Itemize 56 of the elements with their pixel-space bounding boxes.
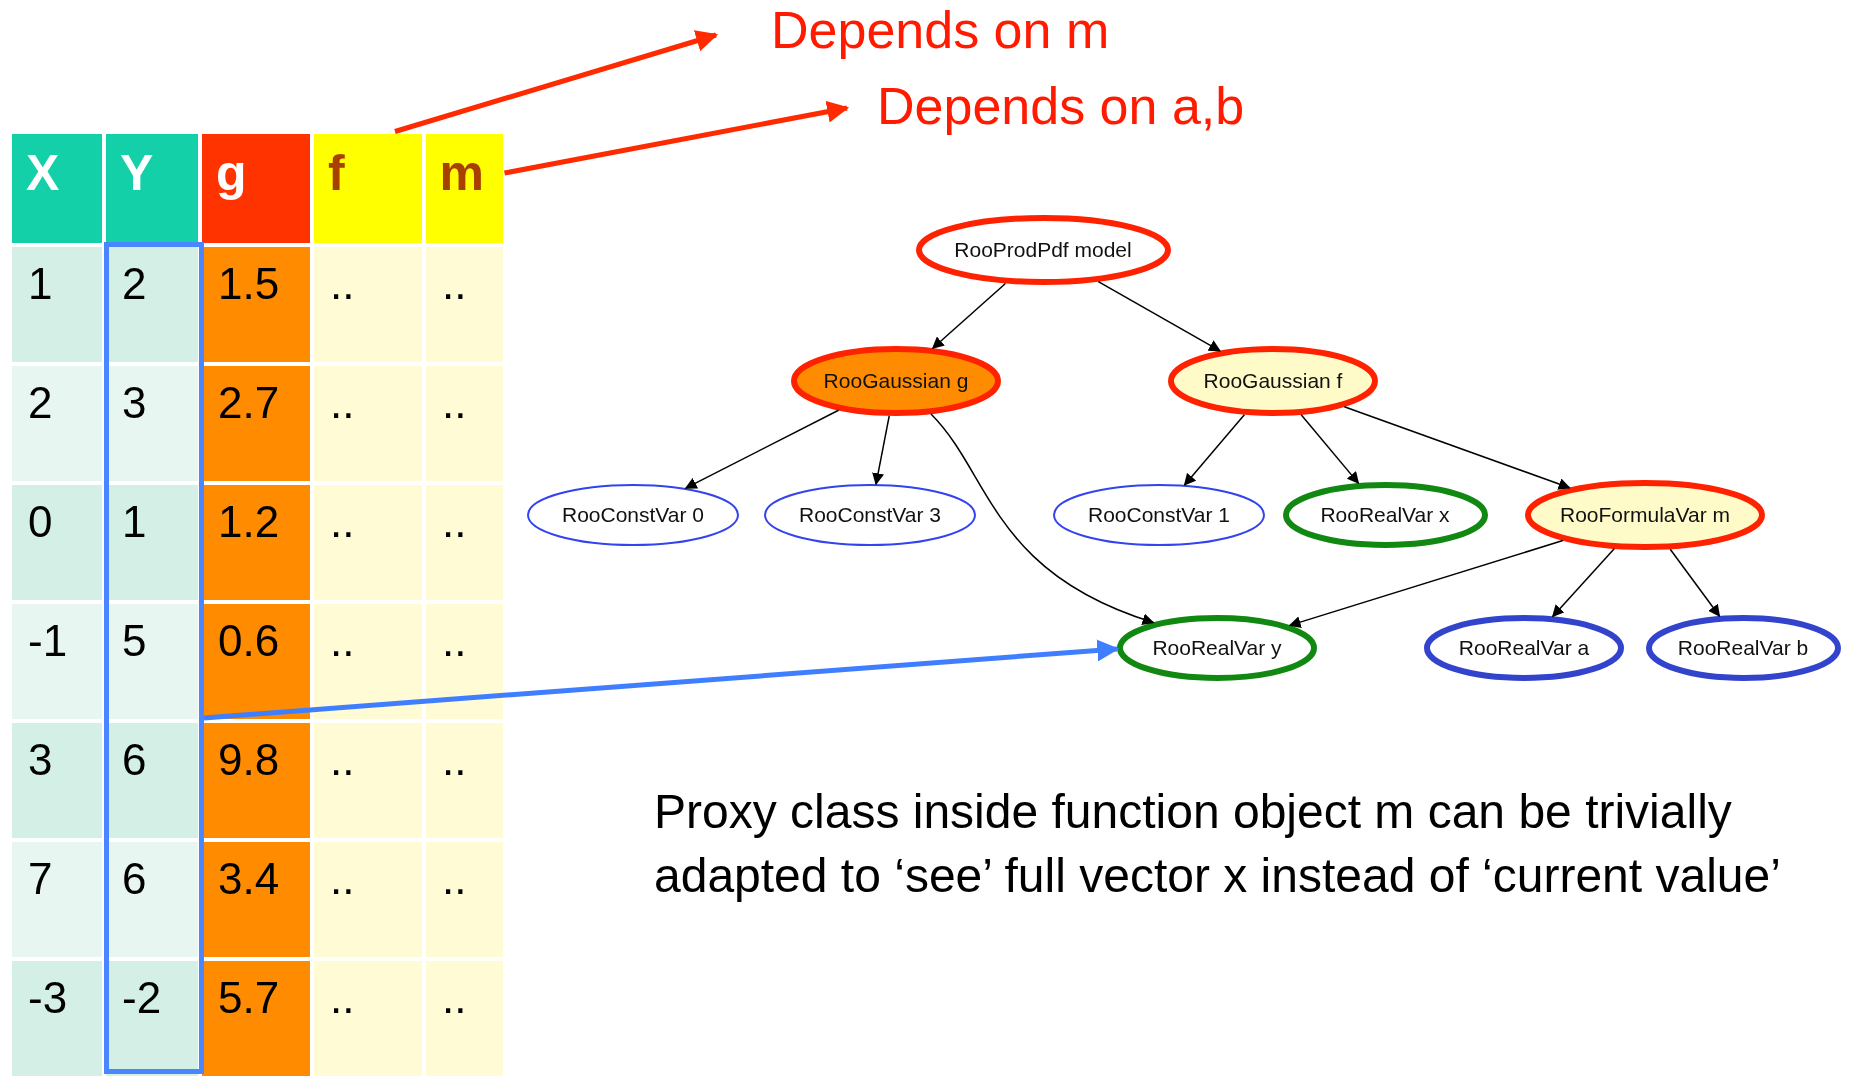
- table-cell: ..: [424, 483, 505, 602]
- arrow: [1343, 405, 1571, 490]
- arrow: [931, 282, 1007, 349]
- table-cell: 2: [10, 364, 104, 483]
- table-cell: ..: [424, 959, 505, 1077]
- arrow: [1300, 413, 1360, 485]
- arrow: [1097, 280, 1221, 352]
- table-cell: -3: [10, 959, 104, 1077]
- ellipse-node: RooProdPdf model: [915, 215, 1171, 285]
- arrow: [394, 30, 719, 134]
- table-cell: ..: [424, 721, 505, 840]
- column-header: g: [200, 132, 312, 245]
- arrow: [203, 639, 1120, 721]
- ellipse-node: RooRealVar a: [1424, 615, 1624, 681]
- table-cell: ..: [312, 602, 424, 721]
- ellipse-node: RooFormulaVar m: [1525, 480, 1765, 550]
- ellipse-node: RooConstVar 1: [1053, 484, 1265, 546]
- caption-text: Proxy class inside function object m can be trivially adapted to ‘see’ full vector x instead of ‘current value’: [654, 784, 1782, 904]
- table-cell: 5.7: [200, 959, 312, 1077]
- table-cell: ..: [312, 364, 424, 483]
- table-cell: ..: [424, 840, 505, 959]
- table-cell: ..: [424, 245, 505, 364]
- arrow: [504, 100, 850, 176]
- ellipse-node: RooGaussian g: [791, 346, 1001, 416]
- ellipse-node: RooConstVar 3: [764, 484, 976, 546]
- table-cell: 0: [10, 483, 104, 602]
- column-header: m: [423, 131, 505, 245]
- column-header: Y: [104, 132, 200, 245]
- ellipse-node: RooGaussian f: [1168, 346, 1378, 416]
- ellipse-node: RooRealVar b: [1645, 615, 1841, 681]
- arrow: [1183, 413, 1246, 486]
- table-cell: ..: [312, 840, 424, 959]
- table-cell: ..: [312, 959, 424, 1077]
- arrow: [684, 409, 840, 489]
- arrow: [930, 413, 1155, 625]
- column-header: X: [10, 132, 104, 245]
- ellipse-node: RooRealVar y: [1117, 615, 1317, 681]
- column-highlight-box: [104, 242, 204, 1074]
- table-cell: ..: [424, 602, 505, 721]
- ellipse-node: RooConstVar 0: [527, 484, 739, 546]
- table-cell: 7: [10, 840, 104, 959]
- table-cell: 1: [10, 245, 104, 364]
- arrow: [1288, 539, 1564, 628]
- arrow: [1551, 548, 1615, 618]
- table-cell: 3: [10, 721, 104, 840]
- table-cell: -1: [10, 602, 104, 721]
- arrow: [872, 415, 890, 486]
- annotation-text: Depends on m: [771, 0, 1141, 60]
- ellipse-node: RooRealVar x: [1282, 482, 1488, 548]
- arrow: [1669, 548, 1721, 617]
- table-cell: ..: [312, 721, 424, 840]
- column-header: f: [312, 131, 424, 245]
- table-cell: ..: [312, 245, 424, 364]
- table-cell: ..: [424, 364, 505, 483]
- annotation-text: Depends on a,b: [877, 76, 1297, 136]
- table-cell: ..: [312, 483, 424, 602]
